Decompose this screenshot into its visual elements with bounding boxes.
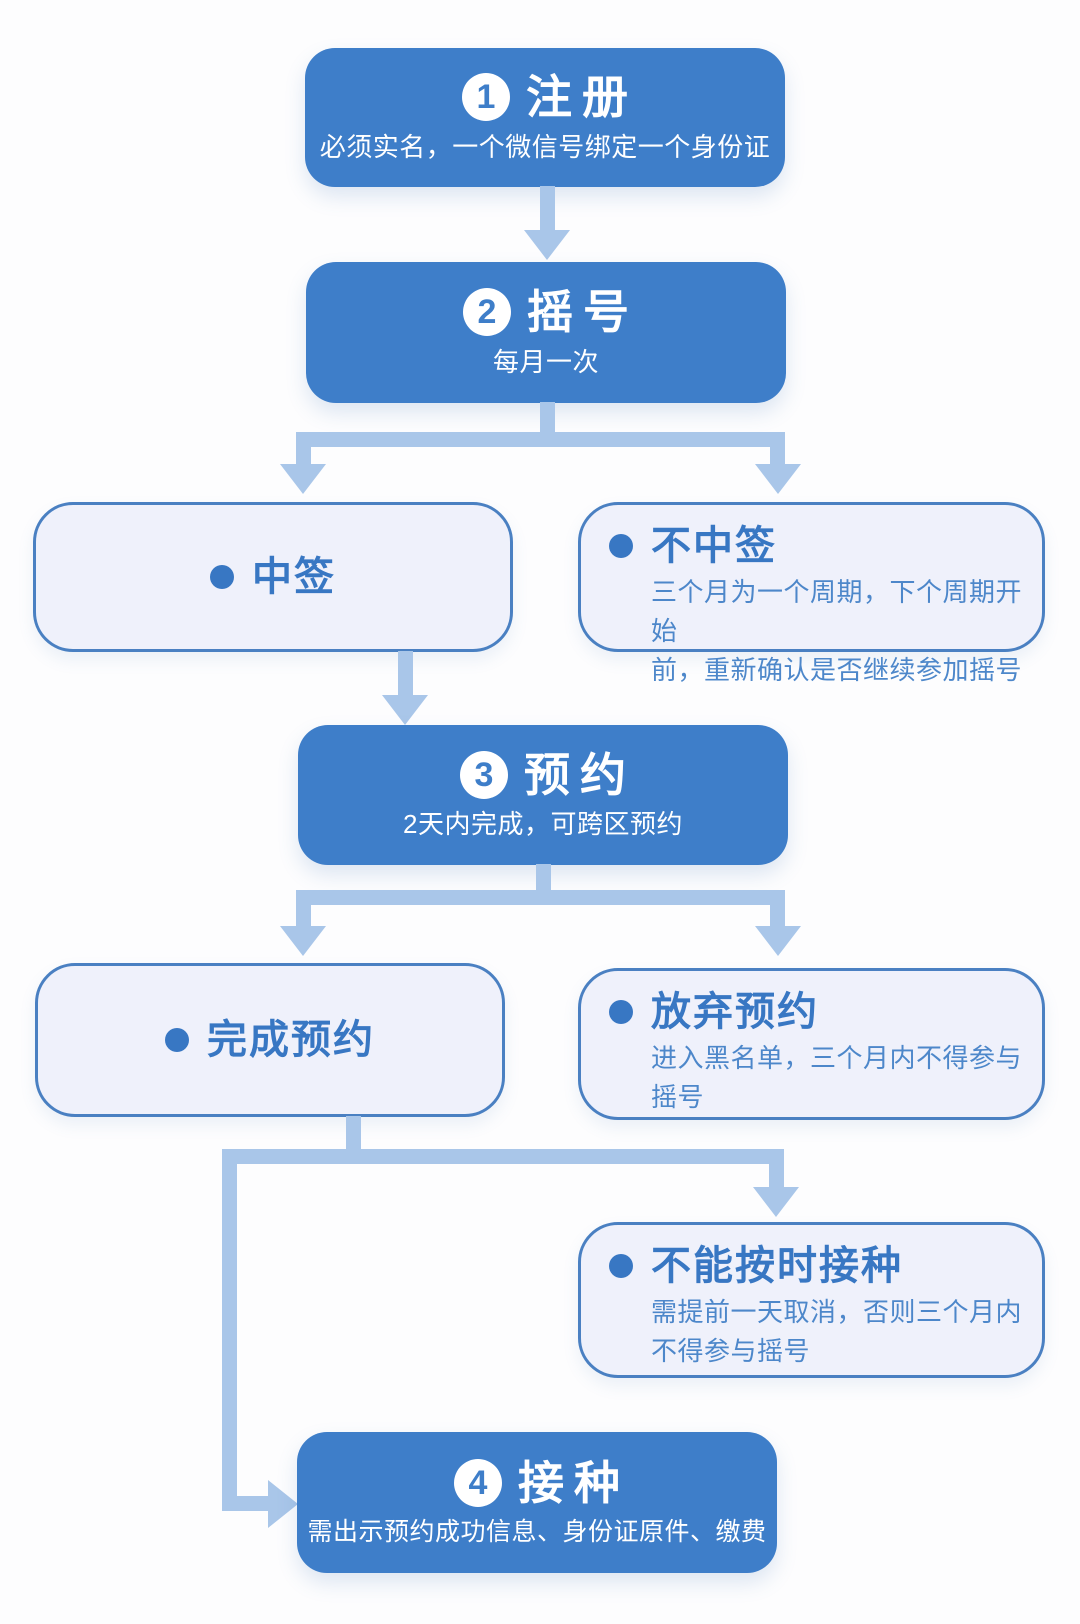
- step-1-subtitle: 必须实名，一个微信号绑定一个身份证: [319, 131, 771, 162]
- bullet-icon: [609, 1254, 633, 1278]
- arrow-down-icon: [280, 464, 326, 494]
- connector-line: [398, 651, 413, 695]
- arrow-down-icon: [755, 464, 801, 494]
- connector-line: [222, 1496, 268, 1511]
- arrow-down-icon: [524, 230, 570, 260]
- step-3-title-row: 3 预约: [460, 750, 626, 801]
- step-3-subtitle: 2天内完成，可跨区预约: [403, 809, 683, 840]
- bullet-icon: [609, 534, 633, 558]
- step-2-title: 摇号: [527, 286, 639, 339]
- connector-line: [346, 1116, 361, 1150]
- step-3-title: 预约: [524, 748, 636, 801]
- connector-line: [296, 432, 785, 447]
- outcome-abandon-title: 放弃预约: [651, 990, 819, 1034]
- connector-line: [296, 904, 311, 926]
- outcome-win-title: 中签: [252, 555, 336, 599]
- step-4-title-row: 4 接种: [454, 1458, 620, 1509]
- connector-line: [540, 186, 555, 230]
- step-3-number-badge: 3: [460, 750, 508, 799]
- outcome-abandon-box: 放弃预约 进入黑名单，三个月内不得参与 摇号: [578, 968, 1045, 1120]
- outcome-reserved-box: 完成预约: [35, 963, 505, 1117]
- step-4-title: 接种: [518, 1456, 630, 1509]
- step-1-title-row: 1 注册: [462, 72, 628, 123]
- outcome-lose-title-row: 不中签: [609, 523, 1024, 569]
- step-1-title: 注册: [526, 71, 638, 124]
- step-2-number-badge: 2: [463, 288, 511, 337]
- connector-line: [222, 1149, 237, 1511]
- arrow-down-icon: [753, 1187, 799, 1217]
- connector-line: [540, 402, 555, 433]
- outcome-lose-title: 不中签: [651, 524, 777, 568]
- step-2-lottery-box: 2 摇号 每月一次: [306, 262, 786, 403]
- outcome-win-box: 中签: [33, 502, 513, 652]
- step-1-register-box: 1 注册 必须实名，一个微信号绑定一个身份证: [305, 48, 785, 187]
- step-4-number-badge: 4: [454, 1459, 502, 1507]
- connector-line: [222, 1149, 784, 1164]
- step-4-vaccinate-box: 4 接种 需出示预约成功信息、身份证原件、缴费: [297, 1432, 777, 1573]
- bullet-icon: [609, 1000, 633, 1024]
- outcome-abandon-title-row: 放弃预约: [609, 989, 1024, 1035]
- outcome-miss-body: 需提前一天取消，否则三个月内 不得参与摇号: [651, 1297, 1023, 1366]
- step-2-title-row: 2 摇号: [463, 287, 629, 338]
- step-2-subtitle: 每月一次: [492, 346, 599, 377]
- outcome-reserved-title: 完成预约: [207, 1018, 375, 1062]
- outcome-lose-box: 不中签 三个月为一个周期，下个周期开始 前，重新确认是否继续参加摇号: [578, 502, 1045, 685]
- bullet-icon: [165, 1028, 189, 1052]
- step-3-appointment-box: 3 预约 2天内完成，可跨区预约: [298, 725, 788, 865]
- outcome-lose-body: 三个月为一个周期，下个周期开始 前，重新确认是否继续参加摇号: [651, 577, 1023, 685]
- connector-line: [536, 864, 551, 891]
- outcome-miss-title-row: 不能按时接种: [609, 1243, 1024, 1289]
- step-1-number-badge: 1: [462, 73, 510, 122]
- arrow-right-icon: [268, 1480, 298, 1528]
- arrow-down-icon: [755, 926, 801, 956]
- bullet-icon: [210, 565, 234, 589]
- outcome-miss-title: 不能按时接种: [651, 1244, 903, 1288]
- connector-line: [770, 904, 785, 926]
- outcome-win-title-row: 中签: [210, 554, 336, 600]
- arrow-down-icon: [382, 695, 428, 725]
- step-4-subtitle: 需出示预约成功信息、身份证原件、缴费: [307, 1518, 767, 1547]
- connector-line: [296, 446, 311, 465]
- connector-line: [769, 1163, 784, 1187]
- arrow-down-icon: [280, 926, 326, 956]
- outcome-abandon-body: 进入黑名单，三个月内不得参与 摇号: [651, 1043, 1023, 1112]
- connector-line: [770, 446, 785, 465]
- outcome-miss-box: 不能按时接种 需提前一天取消，否则三个月内 不得参与摇号: [578, 1222, 1045, 1378]
- outcome-reserved-title-row: 完成预约: [165, 1017, 375, 1063]
- connector-line: [296, 890, 785, 905]
